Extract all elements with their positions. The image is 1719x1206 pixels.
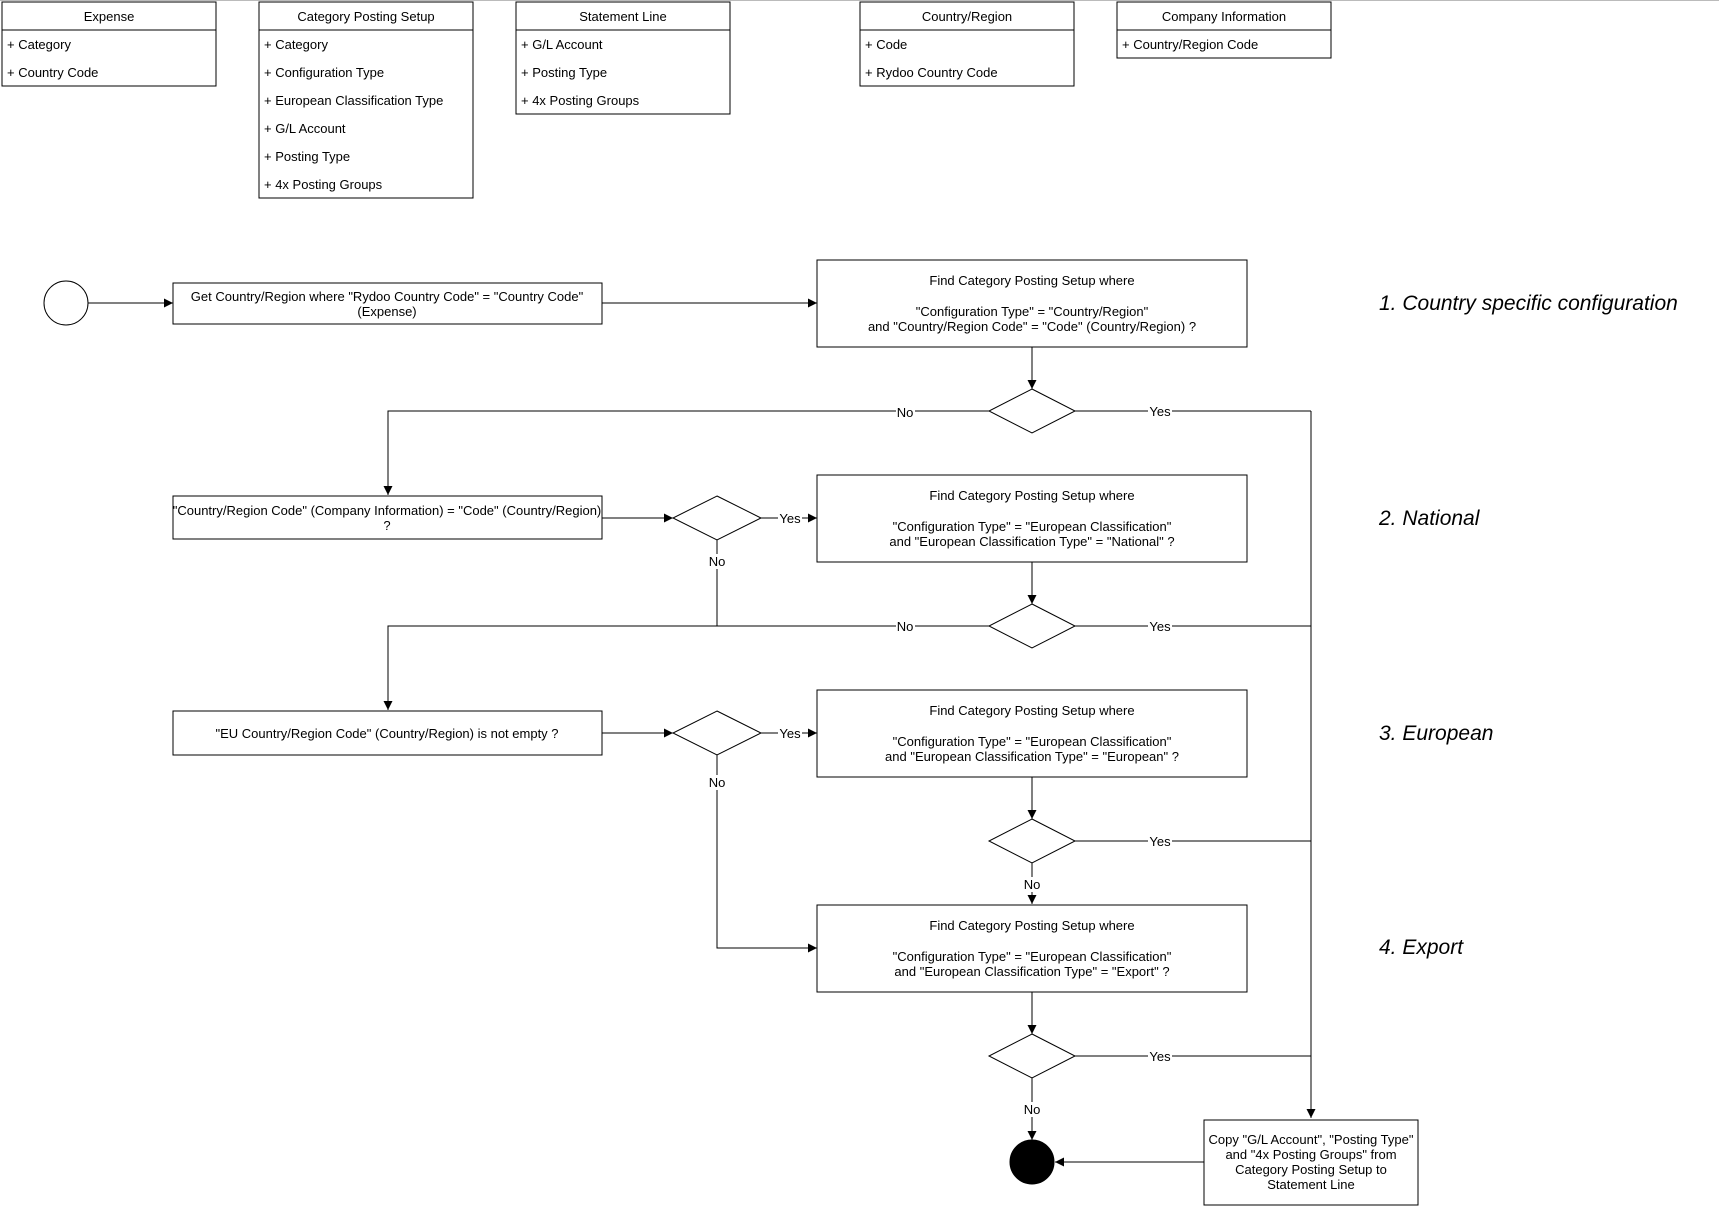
label-yes: Yes (779, 511, 801, 526)
decision-3 (987, 603, 1077, 649)
node-find-national: Find Category Posting Setup where "Confi… (816, 474, 1248, 563)
svg-text:Find Category Posting Setup wh: Find Category Posting Setup where (929, 918, 1134, 933)
node-find-country: Find Category Posting Setup where "Confi… (816, 259, 1248, 348)
section-country-specific: 1. Country specific configuration (1379, 292, 1678, 315)
table-title: Country/Region (922, 9, 1012, 24)
svg-text:Copy "G/L Account", "Posting T: Copy "G/L Account", "Posting Type" (1209, 1132, 1414, 1147)
node-company-check: "Country/Region Code" (Company Informati… (172, 495, 603, 540)
label-no: No (709, 554, 726, 569)
label-no: No (1024, 877, 1041, 892)
table-country-region: Country/Region + Code + Rydoo Country Co… (859, 1, 1075, 87)
node-copy: Copy "G/L Account", "Posting Type" and "… (1203, 1119, 1419, 1206)
section-national: 2. National (1378, 507, 1481, 530)
table-statement-line: Statement Line + G/L Account + Posting T… (515, 1, 731, 115)
node-eu-check: "EU Country/Region Code" (Country/Region… (172, 710, 603, 756)
decision-2 (671, 495, 763, 541)
table-field: + Rydoo Country Code (865, 65, 998, 80)
svg-text:Find Category Posting Setup wh: Find Category Posting Setup where (929, 703, 1134, 718)
start-node (43, 280, 89, 326)
section-european: 3. European (1379, 722, 1493, 745)
edge (383, 410, 989, 495)
label-yes: Yes (1149, 619, 1171, 634)
table-field: + Configuration Type (264, 65, 384, 80)
label-yes: Yes (1149, 1049, 1171, 1064)
connectors (88, 298, 1316, 1167)
svg-text:and "European Classification T: and "European Classification Type" = "Ex… (894, 964, 1169, 979)
label-no: No (897, 619, 914, 634)
decision-1 (987, 388, 1077, 434)
svg-text:and "European Classification T: and "European Classification Type" = "Eu… (885, 749, 1179, 764)
svg-text:and "European Classification T: and "European Classification Type" = "Na… (889, 534, 1174, 549)
svg-text:"Configuration Type" = "Countr: "Configuration Type" = "Country/Region" (916, 304, 1149, 319)
svg-text:"Configuration Type" = "Europe: "Configuration Type" = "European Classif… (893, 949, 1172, 964)
table-title: Statement Line (579, 9, 666, 24)
label-yes: Yes (1149, 404, 1171, 419)
table-field: + G/L Account (521, 37, 603, 52)
table-title: Expense (84, 9, 135, 24)
table-field: + Code (865, 37, 907, 52)
section-export: 4. Export (1379, 936, 1464, 959)
table-field: + Posting Type (521, 65, 607, 80)
table-company-information: Company Information + Country/Region Cod… (1116, 1, 1332, 59)
decision-diamonds (671, 388, 1077, 1079)
table-field: + Posting Type (264, 149, 350, 164)
svg-text:"Configuration Type" = "Europe: "Configuration Type" = "European Classif… (893, 519, 1172, 534)
svg-text:"Configuration Type" = "Europe: "Configuration Type" = "European Classif… (893, 734, 1172, 749)
edge (716, 755, 817, 953)
table-title: Company Information (1162, 9, 1286, 24)
label-yes: Yes (1149, 834, 1171, 849)
svg-text:"EU Country/Region Code" (Coun: "EU Country/Region Code" (Country/Region… (215, 726, 558, 741)
table-title: Category Posting Setup (297, 9, 434, 24)
edge-labels: No Yes Yes No No Yes Yes No Yes No Yes N… (708, 404, 1172, 1117)
svg-text:Category Posting Setup to: Category Posting Setup to (1235, 1162, 1387, 1177)
decision-4 (671, 710, 763, 756)
table-field: + Category (7, 37, 71, 52)
node-find-european: Find Category Posting Setup where "Confi… (816, 689, 1248, 778)
node-get-country: Get Country/Region where "Rydoo Country … (172, 282, 603, 325)
svg-text:and "Country/Region Code" = "C: and "Country/Region Code" = "Code" (Coun… (868, 319, 1196, 334)
label-no: No (709, 775, 726, 790)
table-field: + Country Code (7, 65, 98, 80)
label-yes: Yes (779, 726, 801, 741)
node-find-export: Find Category Posting Setup where "Confi… (816, 904, 1248, 993)
svg-text:"Country/Region Code" (Company: "Country/Region Code" (Company Informati… (173, 503, 602, 518)
table-expense: Expense + Category + Country Code (1, 1, 217, 87)
edge (383, 625, 989, 710)
svg-text:Find Category Posting Setup wh: Find Category Posting Setup where (929, 273, 1134, 288)
svg-text:(Expense): (Expense) (357, 304, 416, 319)
svg-text:Get Country/Region where "Rydo: Get Country/Region where "Rydoo Country … (191, 289, 584, 304)
table-field: + Country/Region Code (1122, 37, 1258, 52)
label-no: No (897, 405, 914, 420)
svg-text:Statement Line: Statement Line (1267, 1177, 1354, 1192)
table-field: + European Classification Type (264, 93, 443, 108)
table-field: + Category (264, 37, 328, 52)
table-field: + 4x Posting Groups (521, 93, 640, 108)
table-field: + G/L Account (264, 121, 346, 136)
end-node (1009, 1139, 1055, 1185)
table-category-posting-setup: Category Posting Setup + Category + Conf… (258, 1, 474, 199)
decision-5 (987, 818, 1077, 864)
svg-text:Find Category Posting Setup wh: Find Category Posting Setup where (929, 488, 1134, 503)
svg-text:?: ? (383, 518, 390, 533)
decision-6 (987, 1033, 1077, 1079)
svg-text:and "4x Posting Groups" from: and "4x Posting Groups" from (1225, 1147, 1396, 1162)
table-field: + 4x Posting Groups (264, 177, 383, 192)
label-no: No (1024, 1102, 1041, 1117)
